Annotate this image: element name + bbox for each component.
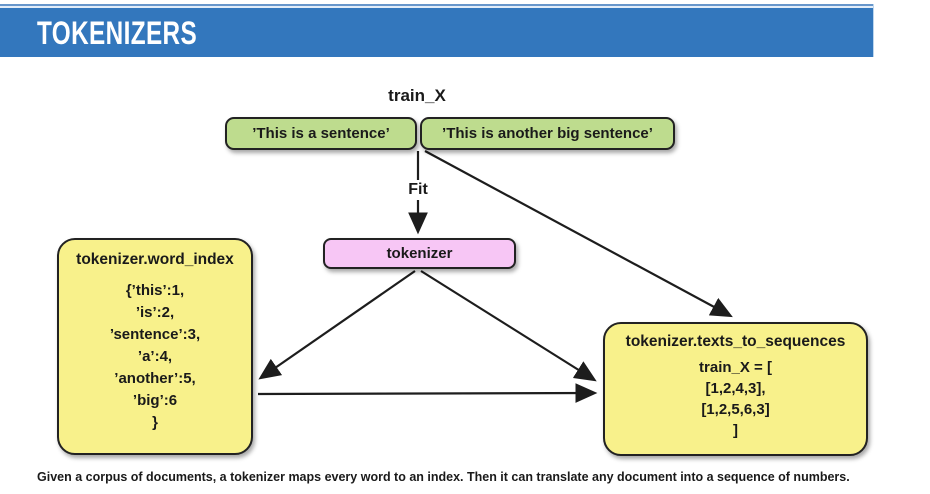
word-index-line: ’is’:2,	[135, 304, 175, 321]
train-x-label: train_X	[388, 86, 446, 105]
sentence-box-2: ’This is another big sentence’	[420, 117, 675, 150]
page-title: TOKENIZERS	[37, 15, 198, 51]
word-index-box: tokenizer.word_index {’this’:1, ’is’:2, …	[57, 238, 253, 455]
fit-label: Fit	[399, 180, 437, 200]
header-bar: TOKENIZERS	[0, 4, 873, 57]
texts-to-sequences-box: tokenizer.texts_to_sequences train_X = […	[603, 322, 868, 456]
word-index-line: ’sentence’:3,	[109, 326, 201, 343]
word-index-line: ’another’:5,	[114, 370, 196, 387]
sequences-line: [1,2,5,6,3]	[701, 401, 770, 418]
sentence-box-1: ’This is a sentence’	[225, 117, 417, 150]
tokenizer-to-sequences-arrow	[420, 270, 597, 382]
word-index-line: ’big’:6	[132, 392, 178, 409]
sequences-line: ]	[733, 422, 738, 439]
texts-to-sequences-title: tokenizer.texts_to_sequences	[625, 333, 846, 350]
caption-text: Given a corpus of documents, a tokenizer…	[37, 470, 850, 484]
word-index-line: {’this’:1,	[125, 282, 185, 299]
sequences-line: train_X = [	[699, 359, 772, 376]
word-index-to-sequences-arrow	[257, 383, 598, 403]
sequences-line: [1,2,4,3],	[705, 380, 766, 397]
word-index-line: ’a’:4,	[137, 348, 173, 365]
sentences-to-sequences-arrow	[424, 150, 733, 318]
tokenizer-to-word-index-arrow	[258, 270, 416, 380]
tokenizer-box: tokenizer	[323, 238, 516, 269]
word-index-line: }	[152, 414, 158, 431]
word-index-title: tokenizer.word_index	[76, 251, 234, 268]
